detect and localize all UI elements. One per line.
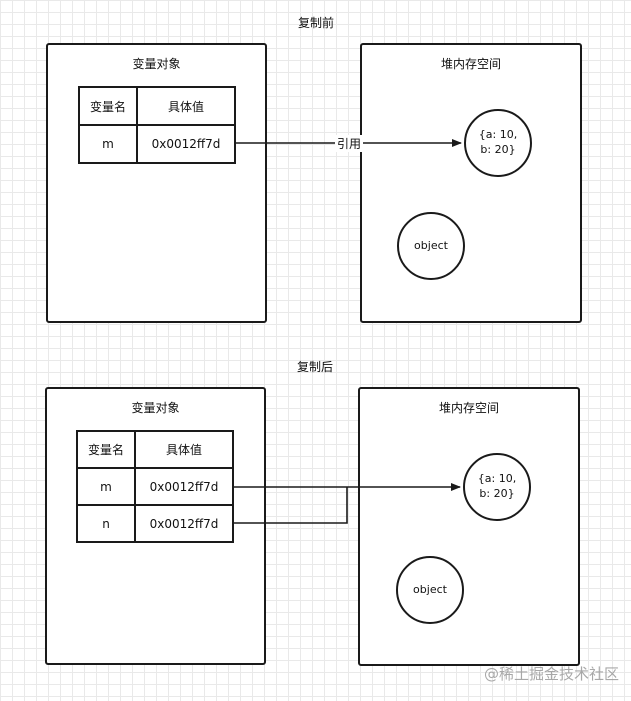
table-row: n 0x0012ff7d [76, 504, 234, 543]
after-heap-panel: 堆内存空间 [358, 387, 580, 666]
after-variable-panel-title: 变量对象 [131, 401, 180, 415]
after-heap-panel-title: 堆内存空间 [438, 401, 499, 415]
after-heap-object-ab: {a: 10, b: 20} [463, 453, 531, 521]
before-heap-object-ab: {a: 10, b: 20} [464, 109, 532, 177]
before-variable-panel-title: 变量对象 [132, 57, 181, 71]
header-name-cell: 变量名 [78, 86, 138, 126]
before-title: 复制前 [297, 16, 334, 30]
row-value-cell: 0x0012ff7d [136, 124, 236, 164]
after-heap-object-plain: object [396, 556, 464, 624]
before-heap-object-plain: object [397, 212, 465, 280]
reference-label: 引用 [335, 135, 364, 152]
watermark: @稀土掘金技术社区 [484, 665, 620, 683]
table-row: m 0x0012ff7d [76, 467, 234, 506]
before-heap-panel-title: 堆内存空间 [440, 57, 501, 71]
header-value-cell: 具体值 [134, 430, 234, 469]
table-row: m 0x0012ff7d [78, 124, 236, 164]
header-value-cell: 具体值 [136, 86, 236, 126]
header-name-cell: 变量名 [76, 430, 136, 469]
table-header-row: 变量名 具体值 [78, 86, 236, 126]
row-name-cell: n [76, 504, 136, 543]
row-name-cell: m [78, 124, 138, 164]
before-variable-table: 变量名 具体值 m 0x0012ff7d [78, 86, 236, 164]
table-header-row: 变量名 具体值 [76, 430, 234, 469]
after-reference-line-n [233, 487, 348, 524]
after-variable-table: 变量名 具体值 m 0x0012ff7d n 0x0012ff7d [76, 430, 234, 543]
row-value-cell: 0x0012ff7d [134, 504, 234, 543]
row-name-cell: m [76, 467, 136, 506]
before-heap-panel: 堆内存空间 [360, 43, 582, 323]
after-title: 复制后 [296, 360, 333, 374]
row-value-cell: 0x0012ff7d [134, 467, 234, 506]
